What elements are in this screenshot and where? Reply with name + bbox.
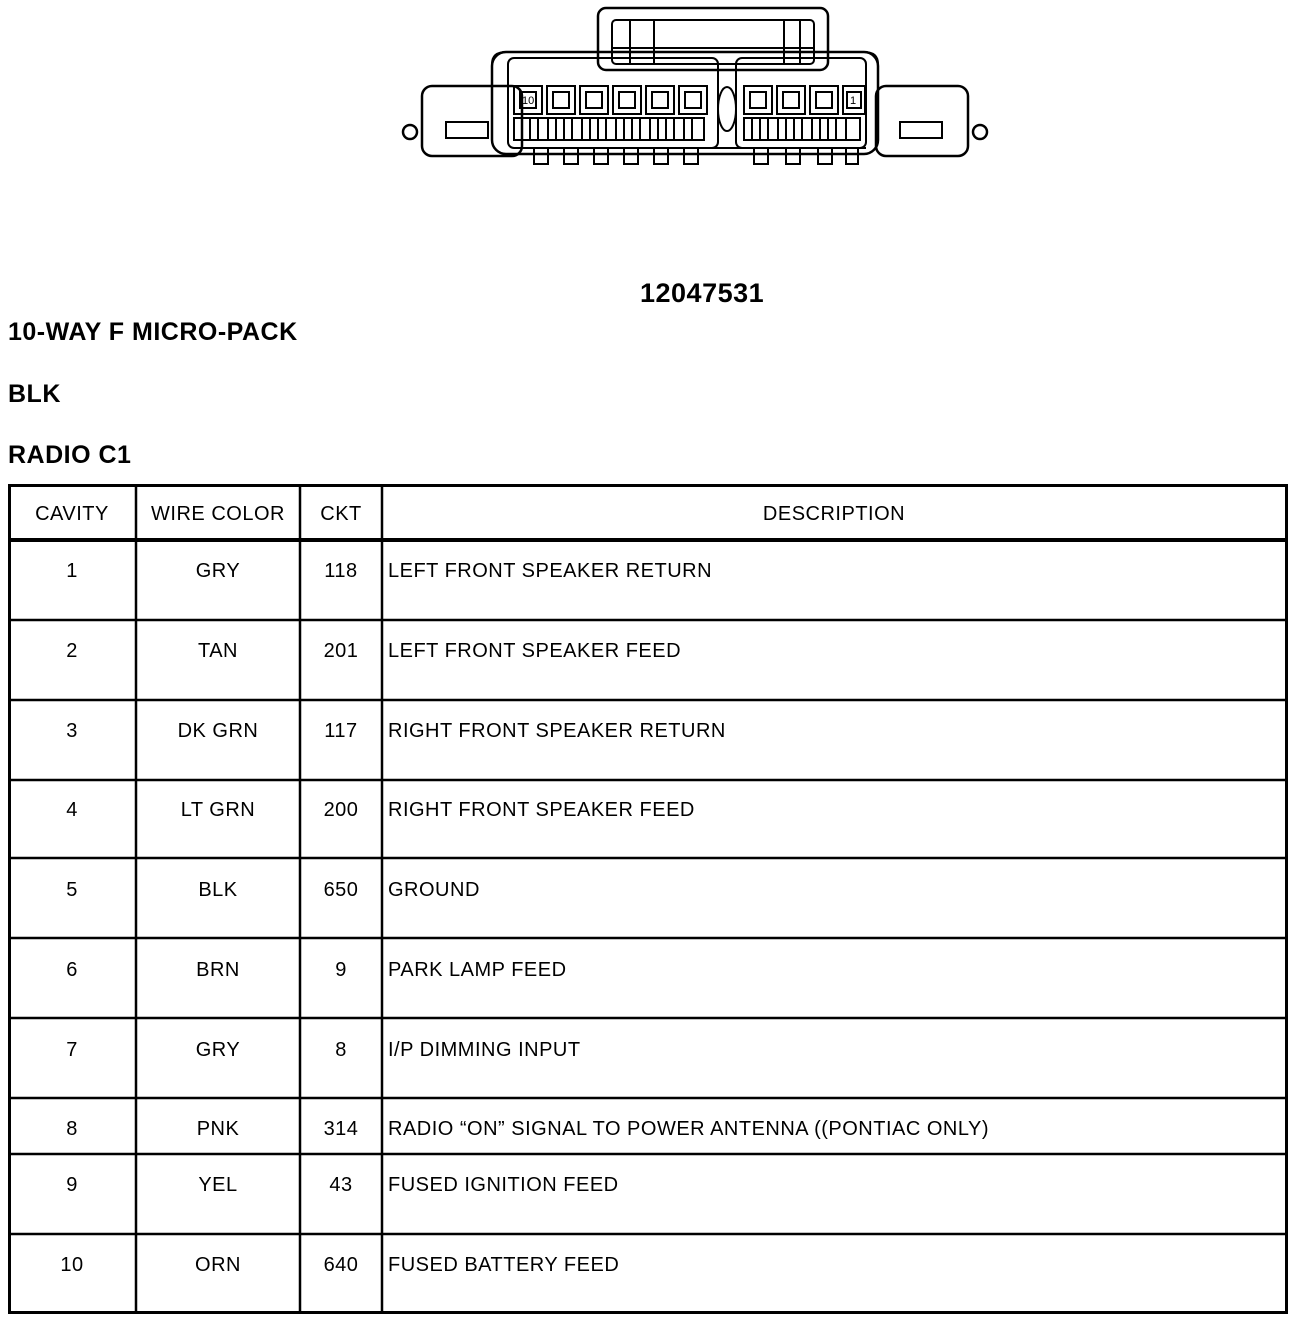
ckt-cell: 640: [323, 1254, 359, 1276]
cavity-cell: 7: [66, 1039, 78, 1061]
ckt-cell: 650: [323, 879, 359, 901]
ckt-cell: 9: [335, 959, 347, 981]
cavity-cell: 4: [66, 799, 78, 821]
ckt-cell: 201: [323, 640, 359, 662]
wire-color-cell: GRY: [195, 560, 241, 582]
table-grid: [8, 484, 1288, 1314]
cavity-cell: 6: [66, 959, 78, 981]
wire-color-cell: DK GRN: [177, 720, 259, 742]
ckt-cell: 43: [329, 1174, 353, 1196]
wire-color-cell: BRN: [196, 959, 240, 981]
connector-face-diagram: 10 1: [401, 6, 989, 165]
description-cell: I/P DIMMING INPUT: [388, 1039, 581, 1061]
pinout-table: CAVITY WIRE COLOR CKT DESCRIPTION 1 GRY …: [8, 484, 1288, 1314]
ckt-cell: 200: [323, 799, 359, 821]
pin-label-10: 10: [522, 95, 534, 107]
description-cell: GROUND: [388, 879, 480, 901]
cavity-cell: 1: [66, 560, 78, 582]
wire-color-cell: LT GRN: [180, 799, 256, 821]
ckt-cell: 117: [324, 720, 358, 742]
ckt-cell: 314: [323, 1118, 359, 1140]
description-cell: FUSED IGNITION FEED: [388, 1174, 619, 1196]
wire-color-cell: YEL: [198, 1174, 238, 1196]
description-cell: RIGHT FRONT SPEAKER FEED: [388, 799, 695, 821]
description-cell: PARK LAMP FEED: [388, 959, 567, 981]
connector-type: 10-WAY F MICRO-PACK: [8, 318, 298, 346]
description-cell: RIGHT FRONT SPEAKER RETURN: [388, 720, 726, 742]
connector-name: RADIO C1: [8, 441, 132, 469]
header-description: DESCRIPTION: [762, 503, 906, 525]
cavity-cell: 2: [66, 640, 78, 662]
connector-color: BLK: [8, 380, 61, 408]
ckt-cell: 8: [335, 1039, 347, 1061]
header-wire-color: WIRE COLOR: [151, 503, 285, 525]
cavity-cell: 8: [66, 1118, 78, 1140]
header-cavity: CAVITY: [35, 503, 109, 525]
description-cell: FUSED BATTERY FEED: [388, 1254, 620, 1276]
pin-label-1: 1: [850, 95, 856, 107]
ckt-cell: 118: [324, 560, 358, 582]
part-number: 12047531: [640, 278, 765, 308]
wire-color-cell: PNK: [196, 1118, 240, 1140]
wire-color-cell: BLK: [198, 879, 238, 901]
wire-color-cell: TAN: [197, 640, 238, 662]
description-cell: LEFT FRONT SPEAKER RETURN: [388, 560, 713, 582]
cavity-cell: 9: [66, 1174, 78, 1196]
description-cell: LEFT FRONT SPEAKER FEED: [388, 640, 682, 662]
description-cell: RADIO “ON” SIGNAL TO POWER ANTENNA ((PON…: [388, 1118, 989, 1140]
cavity-cell: 10: [60, 1254, 84, 1276]
header-ckt: CKT: [320, 503, 362, 525]
cavity-cell: 3: [66, 720, 78, 742]
wire-color-cell: ORN: [195, 1254, 241, 1276]
cavity-cell: 5: [66, 879, 78, 901]
wire-color-cell: GRY: [195, 1039, 241, 1061]
